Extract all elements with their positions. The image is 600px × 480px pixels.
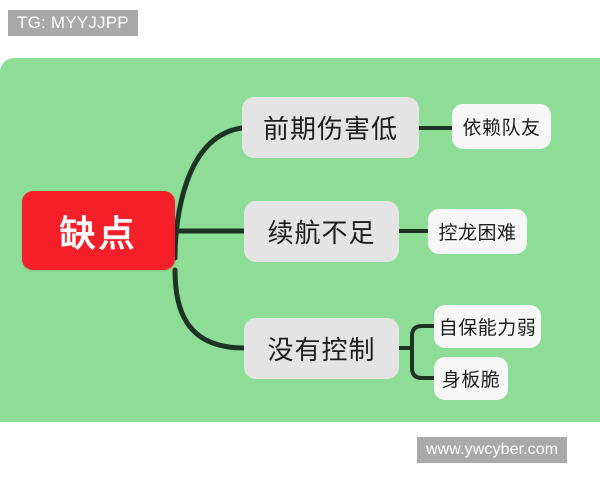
site-watermark-badge: www.ywcyber.com (417, 437, 568, 463)
mindmap-branch-label-3: 没有控制 (267, 335, 376, 365)
mindmap-leaf-node-2-1[interactable]: 控龙困难 (428, 209, 527, 254)
connector-branch-3-to-leaf-2 (410, 346, 436, 380)
mindmap-leaf-label-3-1: 自保能力弱 (438, 318, 537, 339)
mindmap-branch-node-3[interactable]: 没有控制 (244, 318, 399, 379)
mindmap-canvas: 缺点 前期伤害低 依赖队友 续航不足 控龙困难 没有控制 自保能力弱 身板脆 (0, 58, 600, 422)
mindmap-leaf-node-3-2[interactable]: 身板脆 (434, 357, 508, 400)
mindmap-leaf-node-3-1[interactable]: 自保能力弱 (434, 305, 541, 348)
mindmap-branch-label-1: 前期伤害低 (262, 114, 398, 144)
mindmap-branch-node-2[interactable]: 续航不足 (244, 201, 399, 262)
mindmap-leaf-label-1-1: 依赖队友 (462, 118, 541, 139)
mindmap-root-node[interactable]: 缺点 (22, 191, 175, 270)
mindmap-connectors (172, 125, 454, 380)
mindmap-leaf-label-2-1: 控龙困难 (438, 223, 517, 244)
mindmap-branch-node-1[interactable]: 前期伤害低 (242, 97, 419, 158)
connector-root-to-branch-1 (172, 125, 245, 261)
site-watermark-label: www.ywcyber.com (426, 441, 559, 458)
connector-branch-3-to-leaf-1 (410, 324, 436, 350)
mindmap-root-label: 缺点 (59, 212, 138, 254)
tg-watermark-badge: TG: MYYJJPP (8, 10, 138, 36)
mindmap-leaf-node-1-1[interactable]: 依赖队友 (452, 104, 551, 149)
mindmap-leaf-label-3-2: 身板脆 (441, 370, 501, 391)
tg-watermark-label: TG: MYYJJPP (17, 13, 129, 32)
connector-root-to-branch-3 (172, 267, 247, 351)
mindmap-branch-label-2: 续航不足 (267, 218, 376, 248)
